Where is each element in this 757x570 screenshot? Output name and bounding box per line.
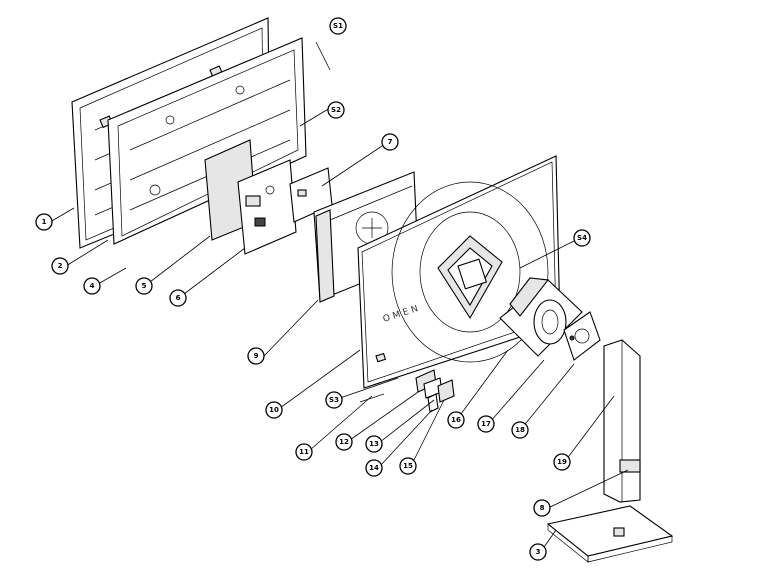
callout-10: 10	[265, 401, 283, 419]
callout-16: 16	[447, 411, 465, 429]
callout-7: 7	[381, 133, 399, 151]
part-stand-neck	[603, 339, 641, 503]
callout-18: 18	[511, 421, 529, 439]
callout-16-label: 16	[451, 416, 461, 424]
part-display-front: OMEN	[357, 155, 561, 389]
callout-13: 13	[365, 435, 383, 453]
callout-1: 1	[35, 213, 53, 231]
callout-12: 12	[335, 433, 353, 451]
callout-3-label: 3	[536, 548, 541, 556]
callout-s1: S1	[329, 17, 347, 35]
part-stand-base	[546, 505, 674, 563]
part-small-brackets	[359, 369, 455, 413]
callout-s3: S3	[325, 391, 343, 409]
callout-10-label: 10	[269, 406, 279, 414]
callout-19: 19	[553, 453, 571, 471]
part-mount-plate	[563, 311, 601, 361]
callout-4-label: 4	[90, 282, 95, 290]
callout-s2: S2	[327, 101, 345, 119]
callout-s2-label: S2	[331, 106, 341, 114]
callout-s1-label: S1	[333, 22, 343, 30]
callout-6-label: 6	[176, 294, 181, 302]
callout-12-label: 12	[339, 438, 349, 446]
callout-2-label: 2	[58, 262, 63, 270]
callout-19-label: 19	[557, 458, 567, 466]
callout-13-label: 13	[369, 440, 379, 448]
callout-4: 4	[83, 277, 101, 295]
callout-14-label: 14	[369, 464, 379, 472]
callout-14: 14	[365, 459, 383, 477]
callout-17: 17	[477, 415, 495, 433]
callout-2: 2	[51, 257, 69, 275]
callout-7-label: 7	[388, 138, 393, 146]
callout-9-label: 9	[254, 352, 259, 360]
callout-9: 9	[247, 347, 265, 365]
callout-15: 15	[399, 457, 417, 475]
callout-1-label: 1	[42, 218, 47, 226]
callout-s4-label: S4	[577, 234, 587, 242]
callout-5: 5	[135, 277, 153, 295]
callout-18-label: 18	[515, 426, 525, 434]
callout-8: 8	[533, 499, 551, 517]
part-hinge-ring	[533, 299, 567, 345]
callout-15-label: 15	[403, 462, 413, 470]
part-inner-frame	[107, 37, 307, 245]
callout-s3-label: S3	[329, 396, 339, 404]
callout-3: 3	[529, 543, 547, 561]
callout-11-label: 11	[299, 448, 309, 456]
part-main-board	[237, 159, 297, 255]
leader-lines	[49, 41, 629, 551]
callout-11: 11	[295, 443, 313, 461]
callout-6: 6	[169, 289, 187, 307]
callout-17-label: 17	[481, 420, 491, 428]
callout-8-label: 8	[540, 504, 545, 512]
callout-s4: S4	[573, 229, 591, 247]
callout-5-label: 5	[142, 282, 147, 290]
